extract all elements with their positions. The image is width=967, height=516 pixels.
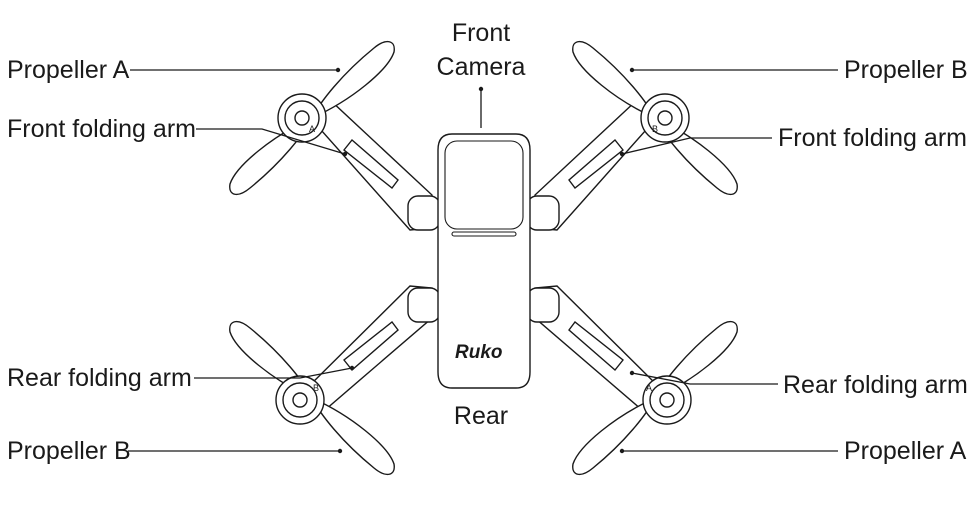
arm-connectors <box>407 195 560 323</box>
label-rear-folding-arm-right: Rear folding arm <box>783 371 967 399</box>
label-propeller-top-right: Propeller B <box>844 56 967 84</box>
label-propeller-top-left: Propeller A <box>7 56 130 84</box>
motor-mark-rear-left: B <box>313 383 320 393</box>
label-rear: Rear <box>453 402 509 430</box>
front-camera-window <box>444 140 524 230</box>
brand-logo: Ruko <box>455 342 503 363</box>
motor-mark-front-right: B <box>652 124 659 134</box>
drone-body <box>437 133 531 389</box>
label-camera: Camera <box>436 53 526 81</box>
label-propeller-bottom-right: Propeller A <box>844 437 967 465</box>
label-rear-folding-arm-left: Rear folding arm <box>7 364 192 392</box>
label-front-folding-arm-left: Front folding arm <box>7 115 196 143</box>
label-propeller-bottom-left: Propeller B <box>7 437 131 465</box>
motor-mark-front-left: A <box>309 124 316 134</box>
label-front: Front <box>451 19 511 47</box>
motor-mark-rear-right: A <box>646 383 653 393</box>
front-right-motor <box>640 93 690 143</box>
label-front-folding-arm-right: Front folding arm <box>778 124 967 152</box>
front-left-motor <box>277 93 327 143</box>
leader-lines <box>128 67 838 454</box>
